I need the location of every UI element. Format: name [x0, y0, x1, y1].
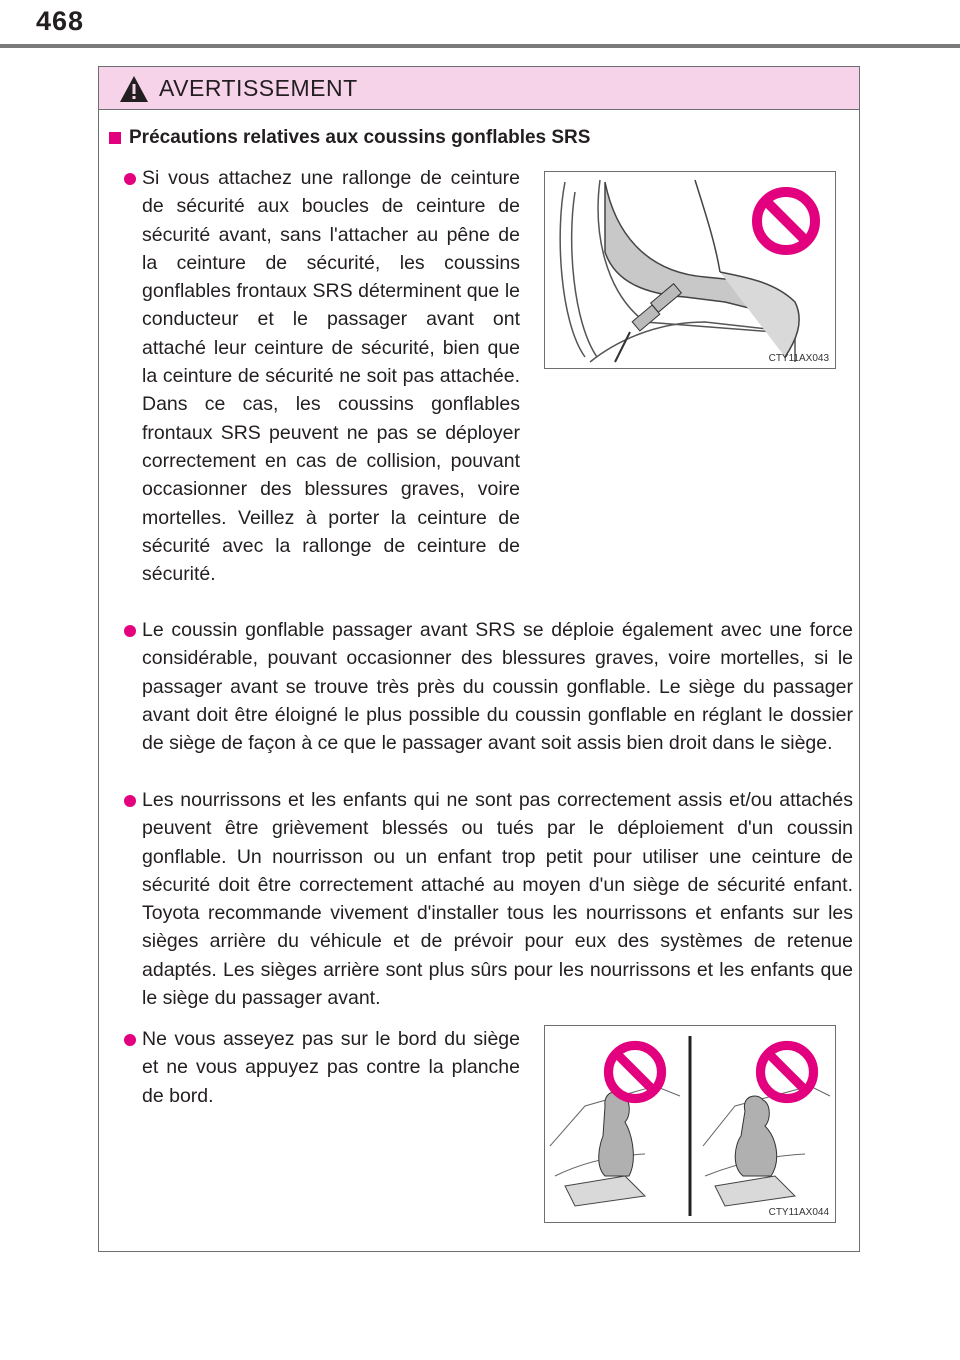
section-heading: Précautions relatives aux coussins gonfl…	[99, 127, 590, 149]
figure-seating-position: CTY11AX044	[544, 1025, 836, 1223]
bullet-dot-icon	[124, 1034, 136, 1046]
figure-code: CTY11AX044	[768, 1207, 829, 1218]
seatbelt-illustration	[559, 179, 800, 363]
prohibition-icon	[755, 1040, 819, 1104]
bullet-item: Les nourrissons et les enfants qui ne so…	[124, 786, 853, 1012]
bullet-dot-icon	[124, 795, 136, 807]
warning-box: AVERTISSEMENT Précautions relatives aux …	[98, 66, 860, 1252]
bullet-text: Le coussin gonflable passager avant SRS …	[142, 619, 853, 755]
bullet-item: Si vous attachez une rallonge de ceintur…	[124, 164, 520, 588]
header-rule	[0, 44, 960, 48]
page-number: 468	[36, 6, 85, 36]
warning-triangle-icon	[120, 76, 148, 102]
warning-title: AVERTISSEMENT	[159, 74, 358, 101]
section-heading-text: Précautions relatives aux coussins gonfl…	[129, 127, 591, 148]
seating-illustration	[549, 1036, 831, 1216]
warning-header: AVERTISSEMENT	[99, 67, 859, 110]
figure-code: CTY11AX043	[768, 353, 829, 364]
bullet-item: Ne vous asseyez pas sur le bord du siège…	[124, 1025, 520, 1110]
square-bullet-icon	[109, 132, 121, 144]
bullet-item: Le coussin gonflable passager avant SRS …	[124, 616, 853, 757]
bullet-text: Si vous attachez une rallonge de ceintur…	[142, 167, 520, 586]
prohibition-icon	[603, 1040, 667, 1104]
bullet-text: Ne vous asseyez pas sur le bord du siège…	[142, 1028, 520, 1107]
prohibition-icon	[752, 187, 820, 255]
bullet-dot-icon	[124, 625, 136, 637]
figure-seatbelt-extender: CTY11AX043	[544, 171, 836, 369]
bullet-dot-icon	[124, 173, 136, 185]
bullet-text: Les nourrissons et les enfants qui ne so…	[142, 789, 853, 1010]
